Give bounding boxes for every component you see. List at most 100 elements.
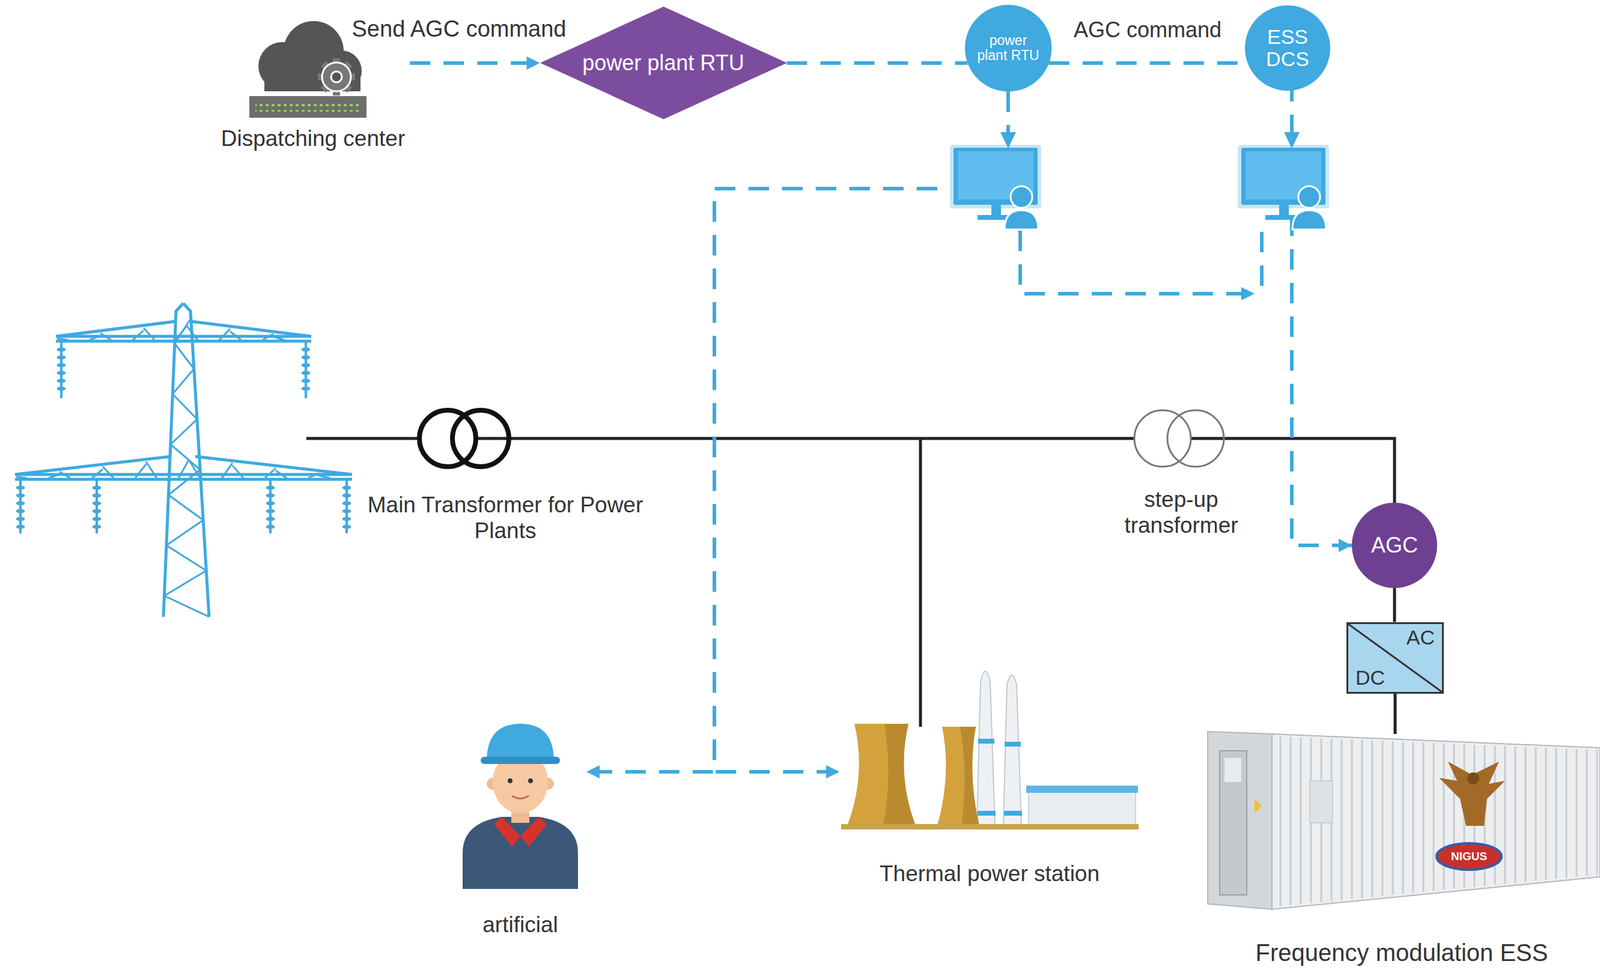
node-text: DC — [1355, 666, 1385, 690]
arrowhead — [1283, 132, 1300, 149]
transmission-tower — [170, 419, 198, 445]
workstation-icon — [949, 144, 1042, 230]
dispatching-center-icon — [255, 103, 361, 112]
transmission-tower — [219, 328, 231, 341]
ess-container — [1467, 772, 1480, 785]
transmission-tower — [342, 501, 351, 506]
transmission-tower — [16, 477, 28, 479]
workstation-icon — [1004, 210, 1039, 230]
device-circle: ESS DCS — [1244, 5, 1331, 91]
transmission-tower — [89, 335, 101, 341]
brand-logo-text: NIGUS — [1450, 850, 1488, 864]
operator-figure — [520, 817, 547, 848]
workstation-icon — [1237, 144, 1330, 209]
ess-container — [1361, 740, 1364, 899]
transmission-tower — [16, 486, 25, 490]
connector — [1049, 61, 1248, 65]
thermal-plant-illustration — [1003, 675, 1022, 827]
transmission-tower — [301, 386, 311, 391]
node-text: Thermal power station — [879, 862, 1100, 887]
transmission-tower — [57, 386, 66, 391]
converter-box: AC DC — [1346, 622, 1444, 694]
workstation-icon — [1298, 186, 1321, 208]
transmission-tower — [308, 473, 320, 479]
ess-container — [1351, 740, 1354, 900]
node-text: Frequency modulation ESS — [1255, 939, 1549, 967]
operator-figure — [511, 796, 529, 800]
main-transformer-symbol — [452, 410, 509, 467]
thermal-plant-illustration — [847, 723, 916, 827]
circle-outline — [964, 4, 1052, 92]
ess-container — [1443, 743, 1445, 891]
transmission-tower — [174, 318, 192, 344]
workstation-icon — [1010, 186, 1033, 208]
thermal-plant-illustration — [976, 671, 995, 827]
ess-container — [1436, 843, 1502, 870]
node-text: ESS DCS — [1257, 25, 1318, 71]
ess-container — [1254, 799, 1262, 814]
transmission-tower — [16, 525, 25, 529]
ess-container — [1422, 743, 1425, 893]
transmission-tower — [273, 337, 285, 341]
step-up-transformer-symbol — [1134, 410, 1191, 467]
ess-container — [1371, 740, 1374, 898]
transmission-tower — [230, 331, 241, 341]
transmission-tower — [48, 474, 60, 479]
arrowhead — [1000, 132, 1300, 149]
signal-line — [1020, 230, 1262, 294]
thermal-plant-illustration — [937, 726, 980, 827]
transmission-tower — [176, 325, 187, 341]
ess-container — [1555, 748, 1558, 880]
transmission-tower — [92, 509, 101, 514]
icon-node: Thermal power station — [839, 660, 1140, 890]
dispatching-center-icon — [322, 62, 351, 92]
ess-container — [1289, 737, 1292, 906]
transmission-tower — [57, 371, 66, 375]
decision-diamond: power plant RTU — [540, 6, 788, 120]
ess-container — [1575, 749, 1578, 878]
transmission-tower — [92, 517, 101, 521]
transmission-tower — [16, 493, 25, 498]
transmission-tower — [91, 469, 103, 479]
ess-container — [1207, 731, 1272, 910]
ess-container — [1565, 749, 1568, 879]
ess-container — [1381, 741, 1384, 897]
transmission-tower — [275, 470, 287, 479]
transmission-tower — [166, 545, 207, 571]
transmission-tower — [164, 570, 207, 597]
transmission-tower — [163, 303, 210, 618]
ess-container — [1402, 742, 1405, 895]
device-circle: power plant RTU — [964, 4, 1052, 92]
transmission-tower — [342, 493, 351, 498]
circle-outline — [1244, 5, 1331, 91]
node-text: AC — [1406, 626, 1435, 649]
main-transformer-symbol — [419, 410, 509, 467]
transmission-tower — [16, 341, 351, 534]
transmission-tower — [172, 394, 198, 420]
workstation-icon — [949, 144, 1042, 209]
operator-figure — [486, 723, 554, 762]
circle-outline — [1351, 502, 1438, 589]
transmission-tower — [92, 486, 101, 490]
transmission-tower — [342, 525, 351, 529]
thermal-plant-illustration — [1004, 742, 1021, 747]
ess-container — [1432, 743, 1435, 892]
operator-figure — [462, 817, 578, 890]
thermal-plant-illustration — [883, 723, 916, 827]
signal-line — [1259, 231, 1264, 294]
transmission-tower — [174, 343, 195, 369]
connector — [1393, 693, 1397, 735]
ess-container — [1586, 749, 1588, 877]
transmission-tower — [301, 371, 311, 375]
transmission-tower — [15, 456, 353, 480]
ess-container — [1545, 748, 1548, 881]
ess-container — [1412, 742, 1415, 894]
transmission-tower — [100, 333, 112, 341]
transmission-tower — [266, 493, 275, 498]
operator-figure — [493, 817, 521, 848]
transmission-tower — [262, 334, 274, 341]
transmission-tower — [319, 475, 330, 479]
transmission-tower — [186, 326, 198, 341]
transmission-tower — [92, 493, 101, 498]
transmission-tower — [135, 464, 147, 479]
